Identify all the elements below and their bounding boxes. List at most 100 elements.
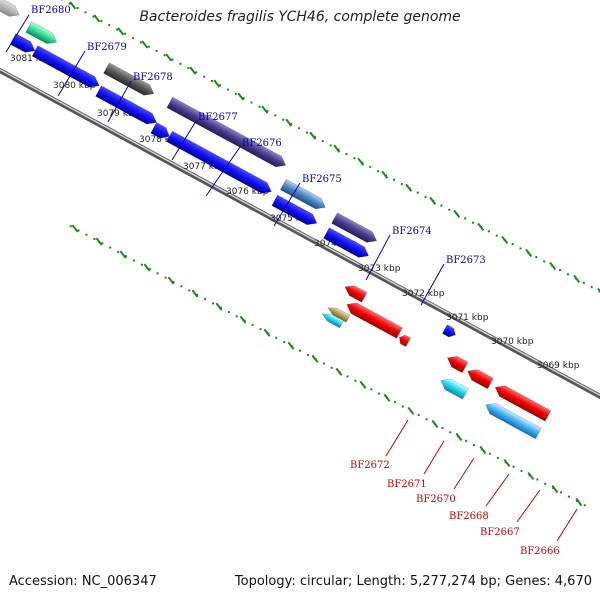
major-tick bbox=[141, 40, 149, 49]
tick-dot bbox=[109, 246, 112, 249]
label-bf2677: BF2677 bbox=[198, 112, 238, 123]
tick-dot bbox=[582, 281, 585, 284]
major-tick bbox=[143, 263, 151, 272]
tick-dot bbox=[512, 465, 515, 468]
tick-dot bbox=[536, 478, 539, 481]
kbp-label: 3078 kbp bbox=[139, 135, 182, 145]
major-tick bbox=[597, 287, 600, 293]
tick-dot bbox=[117, 250, 120, 253]
tick-dot bbox=[424, 195, 427, 198]
major-tick bbox=[453, 209, 461, 218]
gene-bf2674 bbox=[280, 178, 326, 210]
major-tick bbox=[431, 419, 439, 428]
major-tick bbox=[311, 354, 319, 363]
backbone-highlight bbox=[0, 68, 600, 397]
label-bf2678: BF2678 bbox=[133, 72, 173, 83]
tick-dot bbox=[156, 272, 159, 275]
tick-dot bbox=[139, 41, 142, 44]
tick-dot bbox=[449, 431, 452, 434]
genome-backbone bbox=[0, 67, 600, 400]
tick-dot bbox=[93, 238, 96, 241]
tick-dot bbox=[266, 110, 269, 113]
tick-dot bbox=[496, 457, 499, 460]
tick-dot bbox=[259, 328, 262, 331]
major-tick bbox=[69, 1, 77, 10]
label-bf2666: BF2666 bbox=[520, 546, 560, 557]
label-bf2679: BF2679 bbox=[87, 42, 127, 53]
tick-dot bbox=[85, 233, 88, 236]
tick-dot bbox=[172, 280, 175, 283]
gene-bf2680 bbox=[0, 0, 20, 17]
cds-blue bbox=[9, 33, 36, 53]
tick-dot bbox=[416, 191, 419, 194]
tick-dot bbox=[76, 6, 79, 9]
tick-dot bbox=[147, 45, 150, 48]
gene-bf2675 bbox=[166, 96, 287, 168]
tick-dot bbox=[92, 15, 95, 18]
kbp-label: 3072 kbp bbox=[402, 289, 445, 299]
major-tick bbox=[549, 261, 557, 270]
tick-dot bbox=[132, 259, 135, 262]
cds-blue bbox=[31, 45, 100, 88]
tick-dot bbox=[275, 336, 278, 339]
tick-dot bbox=[401, 405, 404, 408]
tick-dot bbox=[227, 311, 230, 314]
major-tick bbox=[71, 224, 79, 233]
tick-dot bbox=[559, 268, 562, 271]
tick-dot bbox=[250, 101, 253, 104]
tick-dot bbox=[108, 24, 111, 27]
tick-dot bbox=[283, 341, 286, 344]
tick-dot bbox=[148, 268, 151, 271]
label-bf2667: BF2667 bbox=[480, 527, 520, 538]
major-tick bbox=[381, 170, 389, 179]
kbp-label: 3075 kbp bbox=[270, 214, 313, 224]
tick-dot bbox=[163, 54, 166, 57]
tick-dot bbox=[465, 439, 468, 442]
tick-dot bbox=[164, 276, 167, 279]
tick-dot bbox=[543, 260, 546, 263]
leader-line bbox=[205, 146, 241, 197]
outer-tick-track bbox=[60, 0, 600, 293]
label-bf2676: BF2676 bbox=[242, 138, 282, 149]
kbp-label: 3070 kbp bbox=[491, 337, 534, 347]
gene-labels: BF2680BF2679BF2678BF2677BF2676BF2675BF26… bbox=[5, 5, 578, 557]
tick-dot bbox=[464, 217, 467, 220]
tick-dot bbox=[251, 323, 254, 326]
major-tick bbox=[333, 144, 341, 153]
tick-dot bbox=[535, 256, 538, 259]
tick-dot bbox=[567, 495, 570, 498]
major-tick bbox=[429, 196, 437, 205]
tick-dot bbox=[188, 289, 191, 292]
tick-dot bbox=[590, 286, 593, 289]
major-tick bbox=[189, 66, 197, 75]
leader-line bbox=[423, 440, 445, 475]
tick-dot bbox=[68, 2, 71, 5]
gene-bf2666 bbox=[485, 403, 542, 440]
major-tick bbox=[287, 341, 295, 350]
major-tick bbox=[309, 131, 317, 140]
tick-dot bbox=[369, 165, 372, 168]
kbp-label: 3077 kbp bbox=[183, 162, 226, 172]
gene-bf2673 bbox=[331, 212, 378, 243]
major-tick bbox=[477, 222, 485, 231]
tick-dot bbox=[377, 170, 380, 173]
major-tick bbox=[165, 53, 173, 62]
major-tick bbox=[261, 105, 269, 114]
tick-dot bbox=[329, 144, 332, 147]
tick-dot bbox=[495, 234, 498, 237]
tick-dot bbox=[179, 62, 182, 65]
tick-dot bbox=[124, 32, 127, 35]
major-tick bbox=[501, 235, 509, 244]
tick-dot bbox=[566, 273, 569, 276]
major-tick bbox=[407, 406, 415, 415]
major-tick bbox=[527, 471, 535, 481]
cds-blue bbox=[442, 324, 456, 338]
major-tick bbox=[525, 248, 533, 257]
label-bf2668: BF2668 bbox=[449, 511, 489, 522]
tick-dot bbox=[346, 375, 349, 378]
tick-dot bbox=[242, 97, 245, 100]
tick-dot bbox=[171, 58, 174, 61]
backbone-line bbox=[0, 67, 600, 400]
major-tick bbox=[503, 458, 511, 468]
